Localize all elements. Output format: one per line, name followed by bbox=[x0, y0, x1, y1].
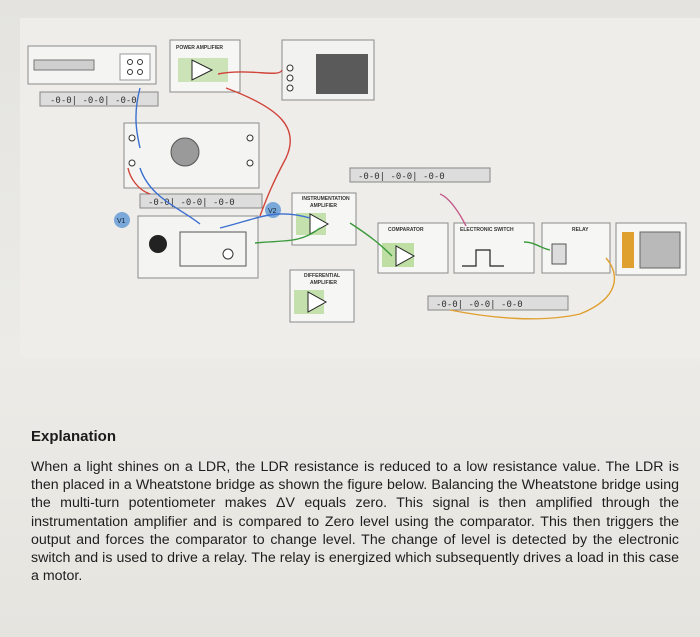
probe-v2-label: V2 bbox=[268, 208, 277, 215]
electronic-switch-label: ELECTRONIC SWITCH bbox=[460, 227, 514, 233]
explanation-body: When a light shines on a LDR, the LDR re… bbox=[31, 459, 679, 585]
probe-v1-label: V1 bbox=[117, 218, 126, 225]
differential-amplifier-label-2: AMPLIFIER bbox=[310, 280, 337, 286]
explanation-title: Explanation bbox=[31, 428, 117, 445]
relay-label: RELAY bbox=[572, 227, 589, 233]
circuit-diagram: -0-0| -0-0| -0-0 POWER AMPLIFIER bbox=[20, 18, 700, 358]
differential-amplifier-module: DIFFERENTIAL AMPLIFIER bbox=[289, 269, 355, 323]
ldr-module bbox=[137, 215, 259, 279]
svg-text:-0-0| -0-0| -0-0: -0-0| -0-0| -0-0 bbox=[148, 198, 235, 208]
instrumentation-amplifier-label-2: AMPLIFIER bbox=[310, 203, 337, 209]
wires bbox=[127, 69, 616, 320]
instrumentation-amplifier-label-1: INSTRUMENTATION bbox=[302, 196, 350, 202]
motor-module bbox=[615, 222, 687, 276]
differential-amplifier-label-1: DIFFERENTIAL bbox=[304, 273, 340, 279]
svg-text:-0-0| -0-0| -0-0: -0-0| -0-0| -0-0 bbox=[50, 96, 137, 106]
comparator-module: COMPARATOR bbox=[377, 222, 449, 274]
wheatstone-bridge-module bbox=[123, 122, 260, 189]
switch-strip-left: -0-0| -0-0| -0-0 bbox=[39, 91, 159, 107]
circuit-diagram-svg: -0-0| -0-0| -0-0 POWER AMPLIFIER bbox=[27, 39, 687, 323]
electronic-switch-module: ELECTRONIC SWITCH bbox=[453, 222, 535, 274]
comparator-label: COMPARATOR bbox=[388, 227, 424, 233]
power-amplifier-module: POWER AMPLIFIER bbox=[169, 39, 241, 93]
probe-v1: V1 bbox=[114, 212, 130, 228]
power-amplifier-label: POWER AMPLIFIER bbox=[176, 45, 223, 51]
power-supply-module bbox=[27, 45, 157, 85]
relay-module: RELAY bbox=[541, 222, 611, 274]
switch-strip-right-top: -0-0| -0-0| -0-0 bbox=[349, 167, 491, 183]
svg-text:-0-0| -0-0| -0-0: -0-0| -0-0| -0-0 bbox=[436, 300, 523, 310]
meter-module bbox=[281, 39, 375, 101]
svg-text:-0-0| -0-0| -0-0: -0-0| -0-0| -0-0 bbox=[358, 172, 445, 182]
switch-strip-mid: -0-0| -0-0| -0-0 bbox=[139, 193, 263, 209]
switch-strip-right-bottom: -0-0| -0-0| -0-0 bbox=[427, 295, 569, 311]
